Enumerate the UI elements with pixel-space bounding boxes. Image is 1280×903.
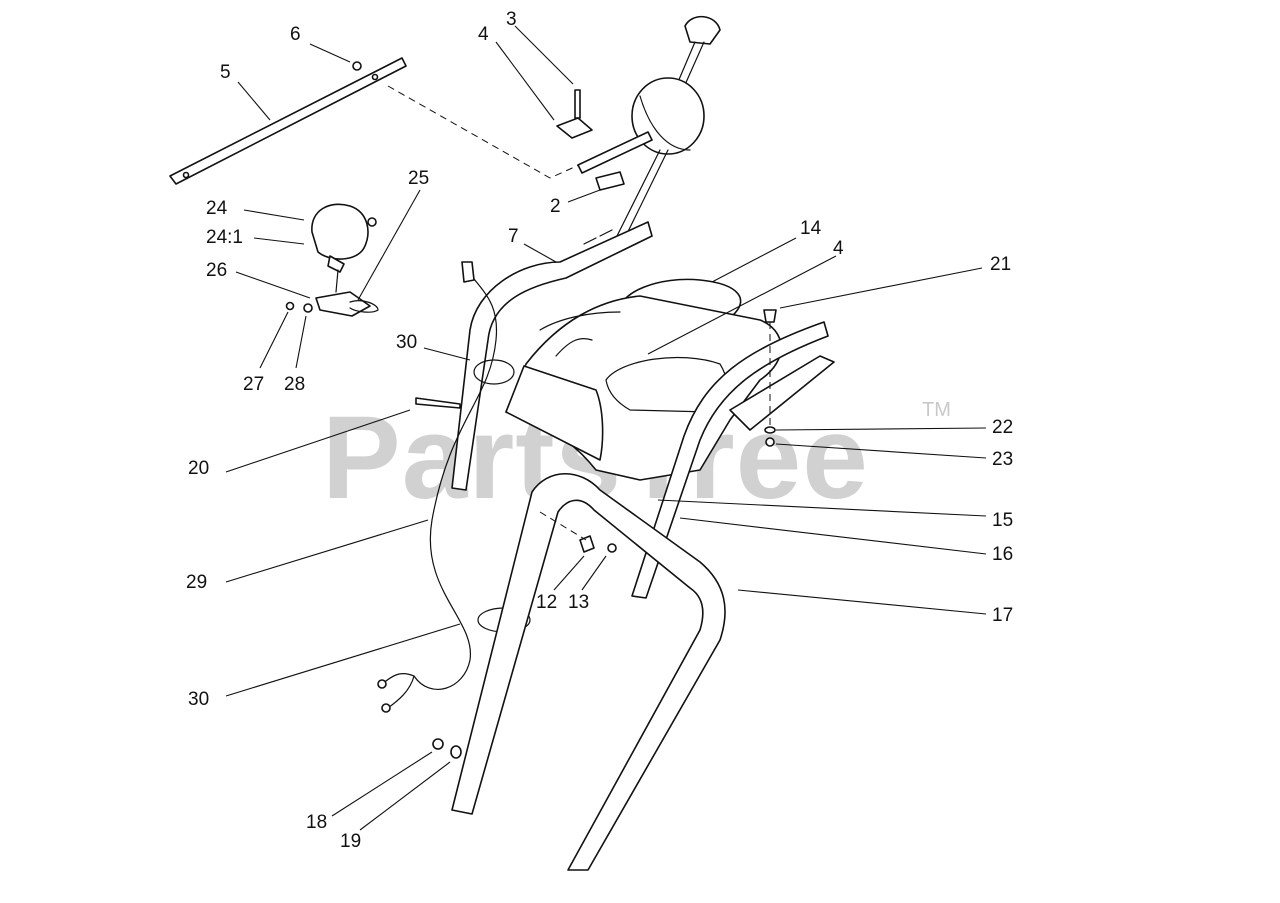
callout-30-upper: 30 [396, 332, 417, 353]
part-shift-lever [577, 15, 721, 258]
part-rod [169, 57, 407, 185]
callout-13: 13 [568, 592, 589, 613]
callout-15: 15 [992, 510, 1013, 531]
watermark-trademark: TM [922, 399, 951, 421]
part-light-bracket [315, 291, 371, 317]
callout-19: 19 [340, 831, 361, 852]
part-nut [352, 61, 362, 71]
callout-18: 18 [306, 812, 327, 833]
callout-7: 7 [508, 226, 519, 247]
part-bolt-right [763, 309, 777, 323]
callout-24-1: 24:1 [206, 227, 243, 248]
callout-23: 23 [992, 449, 1013, 470]
callout-6: 6 [290, 24, 301, 45]
callout-29: 29 [186, 572, 207, 593]
callout-26: 26 [206, 260, 227, 281]
callout-4-top: 4 [478, 24, 489, 45]
part-bolt-lower [432, 738, 444, 750]
callout-16: 16 [992, 544, 1013, 565]
callout-22: 22 [992, 417, 1013, 438]
part-carriage-bolt [579, 535, 595, 553]
part-washer-lower [450, 745, 462, 759]
leader-lines [225, 25, 987, 831]
part-washer-right [764, 426, 776, 434]
callout-21: 21 [990, 254, 1011, 275]
part-bolt-left [415, 397, 461, 409]
part-clip [349, 300, 379, 313]
part-cable-tie-upper [473, 359, 515, 385]
callout-20: 20 [188, 458, 209, 479]
callout-2: 2 [550, 196, 561, 217]
callout-27: 27 [243, 374, 264, 395]
part-washer-a [285, 301, 295, 311]
callout-30-lower: 30 [188, 689, 209, 710]
part-nut-right [765, 437, 775, 447]
rod-alignment-line [387, 85, 591, 179]
callout-17: 17 [992, 605, 1013, 626]
part-wiring-harness [377, 261, 498, 713]
callout-4-right: 4 [833, 238, 844, 259]
center-bolt-alignment [539, 511, 587, 541]
part-bolt-bracket [556, 89, 593, 139]
callout-25: 25 [408, 168, 429, 189]
callout-24: 24 [206, 198, 228, 219]
callout-28: 28 [284, 374, 305, 395]
callout-3: 3 [506, 9, 517, 30]
part-nut-center [607, 543, 617, 553]
callout-labels: 2 3 4 4 5 6 7 12 13 14 15 16 17 18 19 20… [186, 9, 1013, 852]
part-lower-handle [451, 472, 726, 871]
part-right-upper-handle [631, 321, 835, 599]
callout-5: 5 [220, 62, 231, 83]
callout-14: 14 [800, 218, 822, 239]
callout-12: 12 [536, 592, 557, 613]
part-headlight [311, 203, 377, 293]
part-washer-b [303, 303, 313, 313]
